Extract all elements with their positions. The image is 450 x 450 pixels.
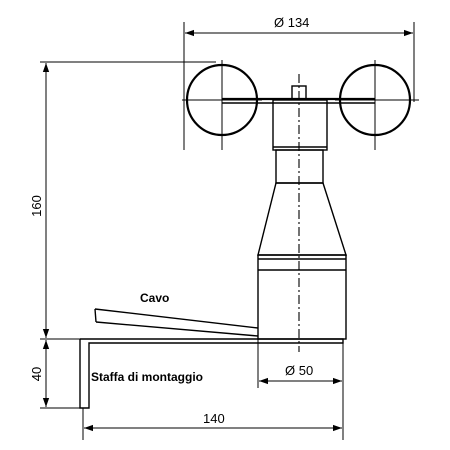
- dim-height-total: 160: [29, 61, 216, 340]
- dim-base-height-text: 40: [29, 367, 44, 381]
- body: [257, 254, 347, 340]
- cable: Cavo: [94, 291, 259, 337]
- dim-cup-span: Ø 134: [183, 15, 415, 150]
- dim-body-diameter: Ø 50: [257, 339, 344, 440]
- cone: [257, 182, 347, 260]
- left-cup: [182, 60, 262, 150]
- dim-base-width: 140: [82, 408, 342, 440]
- right-cup: [335, 60, 419, 150]
- bracket-label: Staffa di montaggio: [91, 370, 203, 384]
- cable-label: Cavo: [140, 291, 169, 305]
- dim-height-total-text: 160: [29, 195, 44, 217]
- dim-base-width-text: 140: [203, 411, 225, 426]
- hub: [272, 99, 328, 151]
- dim-base-height: 40: [29, 340, 80, 409]
- dim-body-diameter-text: Ø 50: [285, 363, 313, 378]
- dim-cup-span-text: Ø 134: [274, 15, 309, 30]
